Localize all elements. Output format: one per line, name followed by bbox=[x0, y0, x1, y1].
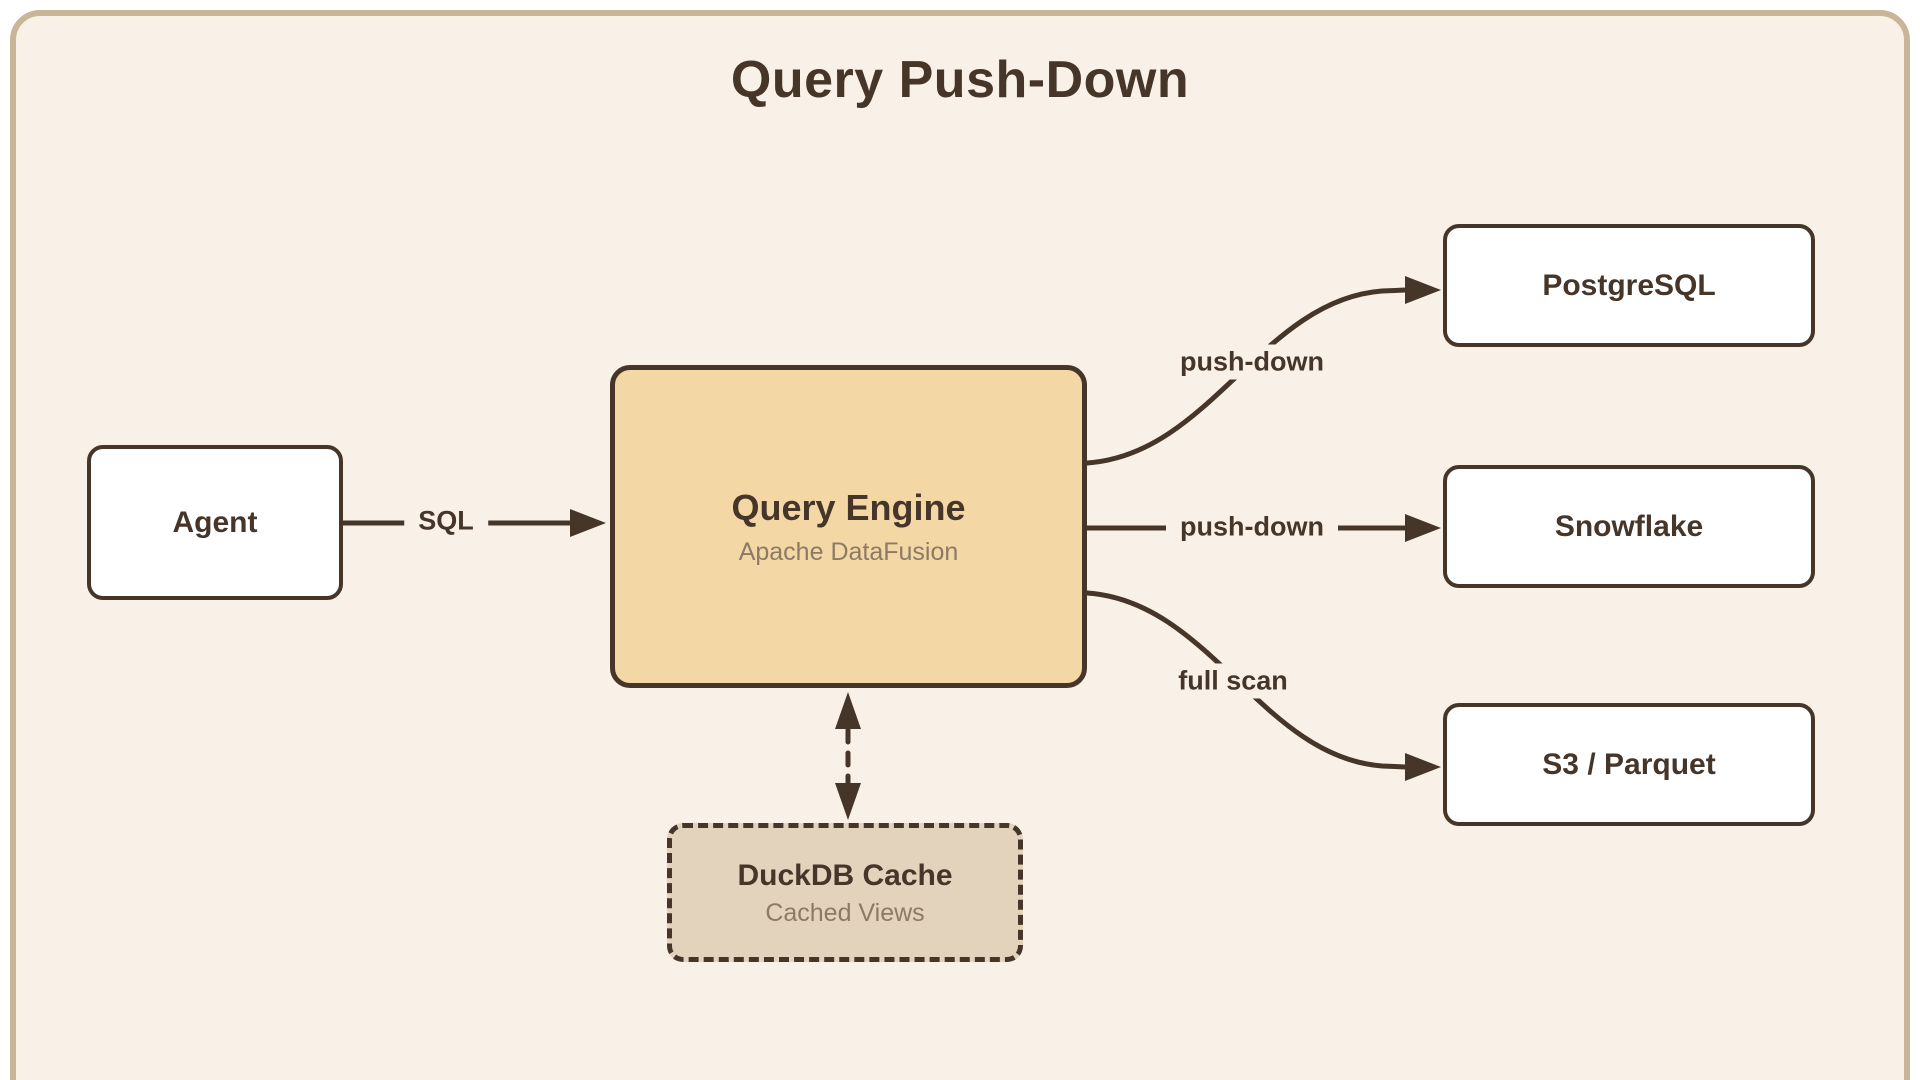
diagram-title: Query Push-Down bbox=[730, 51, 1190, 109]
node-duckdb-cache-sublabel: Cached Views bbox=[765, 898, 925, 927]
node-duckdb-cache-label: DuckDB Cache bbox=[737, 858, 953, 892]
node-snowflake: Snowflake bbox=[1443, 465, 1815, 588]
edge-sql-arrowhead bbox=[570, 509, 606, 537]
node-agent: Agent bbox=[87, 445, 343, 600]
edge-cache-arrowhead-up bbox=[835, 692, 861, 729]
node-postgresql-label: PostgreSQL bbox=[1542, 268, 1716, 302]
edge-label-pushdown-postgresql: push-down bbox=[1166, 344, 1338, 380]
edge-fullscan-arrowhead bbox=[1405, 753, 1441, 781]
edge-pushdown-postgresql-arrowhead bbox=[1405, 276, 1441, 304]
node-s3-parquet-label: S3 / Parquet bbox=[1542, 747, 1716, 781]
edge-pushdown-snowflake-arrowhead bbox=[1405, 514, 1441, 542]
edge-cache-arrowhead-down bbox=[835, 783, 861, 820]
node-query-engine-label: Query Engine bbox=[731, 487, 966, 529]
edge-label-sql: SQL bbox=[404, 503, 488, 539]
node-snowflake-label: Snowflake bbox=[1554, 509, 1704, 543]
node-s3-parquet: S3 / Parquet bbox=[1443, 703, 1815, 826]
node-query-engine-sublabel: Apache DataFusion bbox=[738, 537, 959, 566]
edge-label-pushdown-snowflake: push-down bbox=[1166, 509, 1338, 545]
node-query-engine: Query Engine Apache DataFusion bbox=[610, 365, 1087, 688]
node-duckdb-cache: DuckDB Cache Cached Views bbox=[667, 823, 1023, 962]
edge-label-fullscan: full scan bbox=[1164, 663, 1302, 699]
node-postgresql: PostgreSQL bbox=[1443, 224, 1815, 347]
node-agent-label: Agent bbox=[172, 505, 258, 539]
